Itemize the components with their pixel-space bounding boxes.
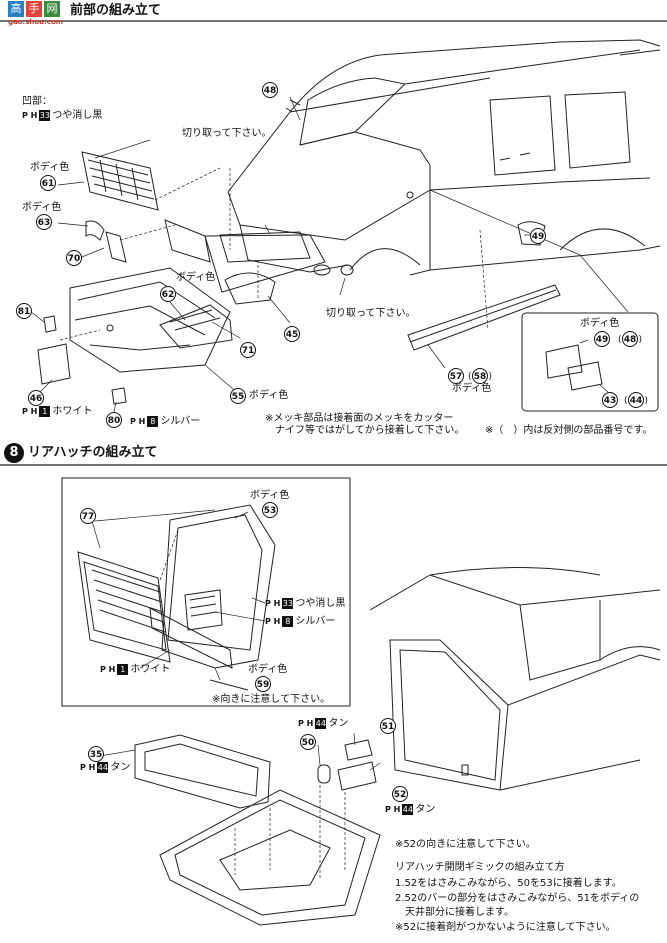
paint-code-prefix: P H — [22, 407, 38, 416]
part-49-detail: 49 — [594, 331, 610, 347]
white-label: ホワイト — [130, 664, 171, 675]
part-71: 71 — [240, 342, 256, 358]
paint-code-8: 8 — [147, 416, 159, 427]
cut-note-1: 切り取って下さい。 — [182, 128, 272, 139]
paint-code-prefix: P H — [265, 599, 281, 608]
paint-code-prefix: P H — [130, 417, 146, 426]
flat-black-label: つや消し黒 — [295, 598, 346, 609]
body-color-57-label: ボディ色 — [452, 383, 492, 394]
logo-char-1: 高 — [8, 1, 24, 17]
mirror-part-note: ※（ ）内は反対側の部品番号です。 — [485, 425, 653, 436]
paint-code-prefix: P H — [385, 805, 401, 814]
gimmick-step1: 1.52をはさみこみながら、50を53に接着します。 — [395, 878, 622, 889]
rear-hatch-drawing — [77, 504, 276, 691]
tan-label: タン — [415, 804, 436, 815]
part-51: 51 — [380, 718, 396, 734]
part-46: 46 — [28, 390, 44, 406]
body-color-62-label: ボディ色 — [176, 272, 216, 283]
paint-code-33: 33 — [39, 110, 51, 121]
part-48-detail: 48 — [618, 331, 642, 348]
van-body-front-drawing — [227, 39, 661, 276]
cut-note-2: 切り取って下さい。 — [326, 308, 416, 319]
paint-code-prefix: P H — [100, 665, 116, 674]
gimmick-glue-note: ※52に接着剤がつかないように注意して下さい。 — [395, 922, 616, 933]
gimmick-step2a: 2.52のバーの部分をはさみこみながら、51をボディの — [395, 893, 640, 904]
part-43: 43 — [602, 392, 618, 408]
orientation-note: ※向きに注意して下さい。 — [212, 694, 331, 705]
paint-code-44: 44 — [402, 804, 414, 815]
part-45: 45 — [284, 326, 300, 342]
part-52: 52 — [392, 786, 408, 802]
body-color-49-label: ボディ色 — [580, 318, 620, 329]
body-color-53-label: ボディ色 — [250, 490, 290, 501]
part-53: 53 — [262, 502, 278, 518]
part-77: 77 — [80, 508, 96, 524]
logo-url: gao.shou.com — [8, 18, 64, 26]
step8-number: 8 — [4, 443, 24, 463]
part-48: 48 — [262, 82, 278, 98]
body-color-61-label: ボディ色 — [30, 162, 70, 173]
part-50: 50 — [300, 734, 316, 750]
silver-label: シルバー — [160, 416, 201, 427]
part-44: 44 — [624, 392, 648, 409]
part-80: 80 — [106, 412, 122, 428]
paint-code-prefix: P H — [80, 763, 96, 772]
part-63: 63 — [36, 214, 52, 230]
part-81: 81 — [16, 303, 32, 319]
gimmick-step2b: 天井部分に接着します。 — [405, 907, 514, 918]
part-61: 61 — [40, 175, 56, 191]
step7-title: 前部の組み立て — [70, 3, 162, 18]
white-label: ホワイト — [52, 406, 93, 417]
paint-code-prefix: P H — [298, 719, 314, 728]
flat-black-label: つや消し黒 — [52, 110, 103, 121]
step8-title: リアハッチの組み立て — [28, 445, 158, 460]
paint-code-prefix: P H — [265, 617, 281, 626]
chrome-note-line2: ナイフ等ではがしてから接着して下さい。 — [275, 425, 465, 436]
part-59: 59 — [255, 676, 271, 692]
part52-orientation-note: ※52の向きに注意して下さい。 — [395, 839, 536, 850]
paint-code-prefix: P H — [22, 111, 38, 120]
body-color-55-label: ボディ色 — [249, 390, 289, 401]
part-49: 49 — [530, 228, 546, 244]
recess-label: 凹部： — [22, 96, 52, 107]
part-70: 70 — [66, 250, 82, 266]
part-58: 58 — [468, 368, 492, 385]
vehicle-rear-drawing — [369, 567, 661, 791]
paint-code-1: 1 — [39, 406, 51, 417]
part-62: 62 — [160, 286, 176, 302]
chrome-note-line1: ※メッキ部品は接着面のメッキをカッター — [265, 413, 454, 424]
paint-code-8: 8 — [282, 616, 294, 627]
gimmick-title: リアハッチ開閉ギミックの組み立て方 — [395, 862, 565, 873]
logo-char-2: 手 — [26, 1, 42, 17]
paint-code-44: 44 — [315, 718, 327, 729]
part-35: 35 — [88, 746, 104, 762]
tan-label: タン — [328, 718, 349, 729]
paint-code-1: 1 — [117, 664, 129, 675]
part-57: 57 — [448, 368, 464, 384]
logo-char-3: 网 — [44, 1, 60, 17]
body-color-59-label: ボディ色 — [248, 664, 288, 675]
tan-label: タン — [110, 762, 131, 773]
part-55: 55 — [230, 388, 246, 404]
paint-code-44: 44 — [97, 762, 109, 773]
body-color-63-label: ボディ色 — [22, 202, 62, 213]
silver-label: シルバー — [295, 616, 336, 627]
paint-code-33: 33 — [282, 598, 294, 609]
site-watermark-logo: 高 手 网 gao.shou.com — [8, 1, 68, 26]
grille-part-drawing — [81, 151, 159, 211]
